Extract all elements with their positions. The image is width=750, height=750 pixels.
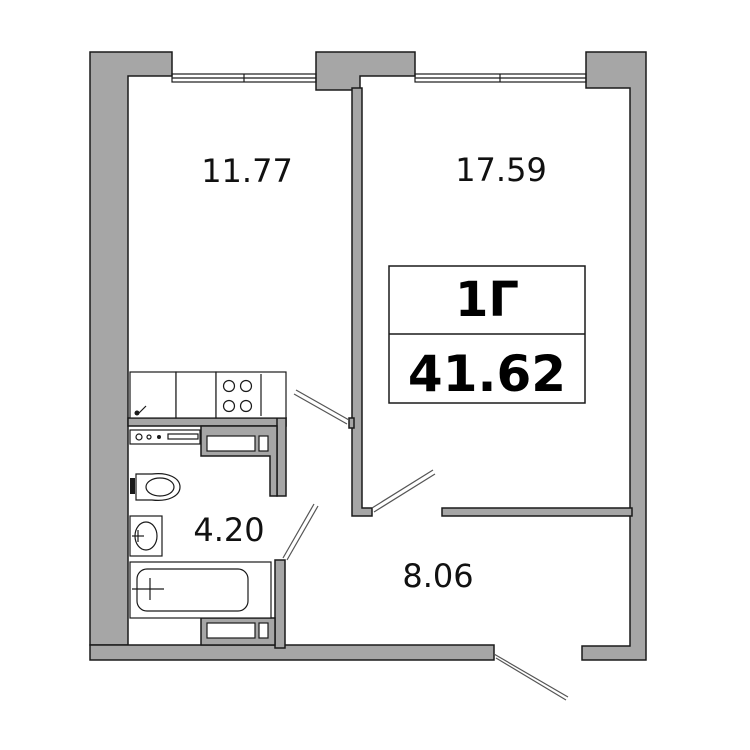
door-entrance [493, 653, 569, 701]
kitchen-counter [175, 371, 217, 419]
room-living-area: 17.59 [455, 151, 547, 189]
window-left [171, 73, 317, 83]
kitchen-sink [129, 371, 177, 419]
bathtub-icon [129, 561, 272, 619]
wall-right [581, 51, 647, 661]
bathroom-shelf [129, 429, 201, 445]
duct-boxes [206, 435, 269, 639]
wall-bathroom-right-lower [274, 559, 286, 649]
window-right [414, 73, 587, 83]
wall-partition-vertical [351, 87, 373, 517]
apartment-type: 1Г [455, 272, 519, 328]
door-bathroom [282, 503, 319, 561]
door-living [371, 469, 436, 513]
wall-bottom-left [89, 644, 495, 661]
apartment-badge: 1Г 41.62 [388, 265, 586, 404]
washbasin-icon [129, 515, 163, 557]
wall-bathroom-right-upper [276, 417, 287, 497]
wall-bathroom-top [127, 417, 287, 427]
room-bedroom-area: 11.77 [201, 152, 293, 190]
room-bathroom-area: 4.20 [193, 511, 264, 549]
stove-icon [215, 371, 287, 419]
wall-partition-stub [348, 417, 355, 429]
apartment-total-area: 41.62 [408, 345, 566, 403]
door-bedroom [293, 389, 350, 425]
wall-top-middle [315, 51, 416, 91]
wall-living-bottom [441, 507, 633, 517]
toilet-icon [130, 473, 181, 501]
room-hallway-area: 8.06 [402, 557, 473, 595]
